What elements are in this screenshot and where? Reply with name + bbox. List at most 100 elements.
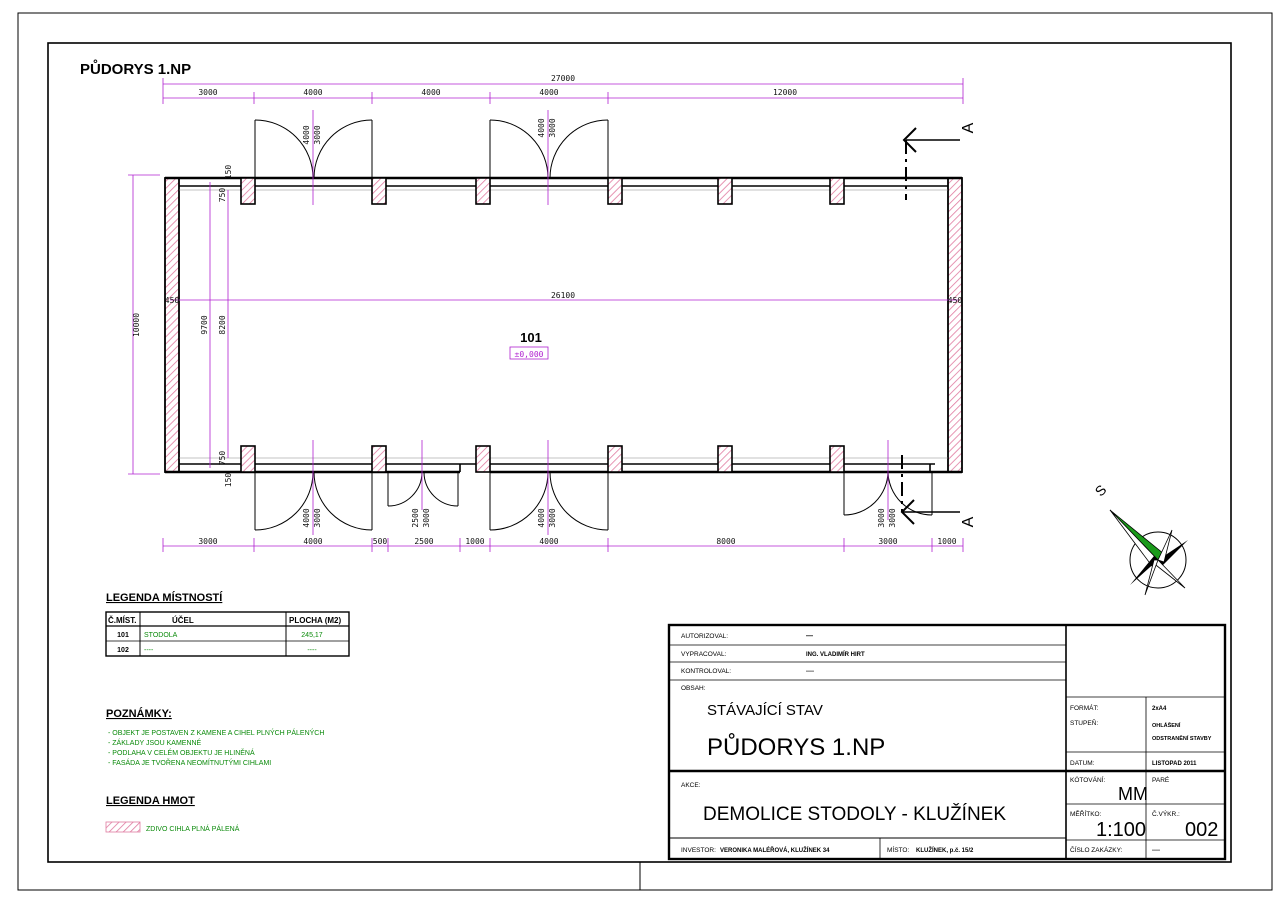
dim-bot-7: 8000 [716, 537, 735, 546]
legend-rooms-table [105, 611, 350, 657]
legend-row1-num: 101 [117, 632, 129, 639]
section-line [900, 127, 960, 525]
dim-top-2: 4000 [303, 88, 322, 97]
dim-left-top-b: 750 [218, 188, 227, 203]
dim-bot-5: 1000 [465, 537, 484, 546]
sheet-title: PŮDORYS 1.NP [80, 59, 191, 78]
legend-row1-area: 245,17 [301, 632, 323, 639]
door-bot3-a: 4000 [537, 508, 546, 527]
left-dimensions [128, 174, 958, 475]
door-bot2-a: 2500 [411, 508, 420, 527]
tb-vypracoval-value: ING. VLADIMÍR HIRT [806, 650, 865, 658]
dim-bot-6: 4000 [539, 537, 558, 546]
tb-stupen-value-2: ODSTRANĚNÍ STAVBY [1152, 734, 1212, 742]
door-bot4-a: 3000 [877, 508, 886, 527]
dim-wall-right: 450 [948, 296, 963, 305]
tb-vypracoval-label: VYPRACOVAL: [681, 651, 727, 658]
dim-bot-8: 3000 [878, 537, 897, 546]
tb-meritko-value: 1:100 [1096, 819, 1146, 841]
dim-overall-top: 27000 [551, 74, 575, 83]
dim-top-3: 4000 [421, 88, 440, 97]
legend-col-num: Č.MÍST. [108, 616, 136, 625]
tb-format-label: FORMÁT: [1070, 703, 1099, 712]
room-level: ±0,000 [515, 350, 544, 359]
outer-frame [17, 12, 1273, 891]
tb-cislo-label: ČÍSLO ZAKÁZKY: [1070, 845, 1123, 854]
tb-autorizoval-value: — [806, 633, 813, 640]
legend-row2-area: ---- [307, 647, 317, 654]
tb-obsah-line1: STÁVAJÍCÍ STAV [707, 702, 823, 719]
dim-bot-2: 4000 [303, 537, 322, 546]
tb-kontroloval-label: KONTROLOVAL: [681, 668, 731, 675]
tb-kontroloval-value: ---- [806, 669, 814, 675]
tb-autorizoval-label: AUTORIZOVAL: [681, 633, 728, 640]
tb-obsah-label: OBSAH: [681, 685, 706, 692]
door-bot1-a: 4000 [302, 508, 311, 527]
legend-row2-num: 102 [117, 647, 129, 654]
door-top1-a: 4000 [302, 125, 311, 144]
note-3: - PODLAHA V CELÉM OBJEKTU JE HLINĚNÁ [108, 748, 255, 757]
legend-row1-use: STODOLA [144, 632, 178, 639]
dim-interior-length: 26100 [551, 291, 575, 300]
tb-kotovani-label: KÓTOVÁNÍ: [1070, 775, 1105, 784]
dim-bot-3: 500 [373, 537, 388, 546]
legend-materials-heading: LEGENDA HMOT [106, 795, 195, 807]
tb-investor-value: VERONIKA MALÉŘOVÁ, KLUŽÍNEK 34 [720, 846, 830, 854]
title-block [667, 623, 1227, 861]
dim-top-4: 4000 [539, 88, 558, 97]
legend-rooms-heading: LEGENDA MÍSTNOSTÍ [106, 591, 223, 604]
tb-cislo-value: ---- [1152, 848, 1160, 854]
section-label-bottom: A [960, 516, 977, 527]
level-box [509, 346, 549, 360]
dim-wall-left: 450 [165, 296, 180, 305]
tb-pare-label: PARÉ [1152, 775, 1170, 784]
tb-akce-value: DEMOLICE STODOLY - KLUŽÍNEK [703, 803, 1006, 825]
legend-col-area: PLOCHA (M2) [289, 616, 341, 625]
door-bot3-b: 3000 [548, 508, 557, 527]
door-bot2-b: 3000 [422, 508, 431, 527]
note-1: - OBJEKT JE POSTAVEN Z KAMENE A CIHEL PL… [108, 728, 324, 737]
legend-materials-item: ZDIVO CIHLA PLNÁ PÁLENÁ [146, 824, 240, 833]
tb-meritko-label: MĚŘÍTKO: [1070, 809, 1102, 818]
tb-misto-value: KLUŽÍNEK, p.č. 15/2 [916, 846, 974, 854]
tb-misto-label: MÍSTO: [887, 845, 909, 854]
dim-left-bot-b: 150 [224, 473, 233, 488]
dim-top-1: 3000 [198, 88, 217, 97]
room-number: 101 [520, 330, 542, 345]
dim-left-outer: 10000 [132, 313, 141, 337]
door-axes [312, 110, 889, 535]
tb-obsah-line2: PŮDORYS 1.NP [707, 732, 885, 761]
door-bot4-b: 3000 [888, 508, 897, 527]
tb-cvykr-label: Č.VÝKR.: [1152, 809, 1180, 818]
section-label-top: A [960, 122, 977, 133]
compass-icon [1109, 509, 1188, 596]
door-top2-a: 4000 [537, 118, 546, 137]
dim-bot-1: 3000 [198, 537, 217, 546]
tb-datum-label: DATUM: [1070, 760, 1095, 767]
note-2: - ZÁKLADY JSOU KAMENNÉ [108, 738, 202, 747]
tb-datum-value: LISTOPAD 2011 [1152, 761, 1197, 767]
brick-hatch-swatch [105, 821, 141, 833]
door-bot1-b: 3000 [313, 508, 322, 527]
door-top1-b: 3000 [313, 125, 322, 144]
building-walls [164, 176, 963, 474]
dim-bot-4: 2500 [414, 537, 433, 546]
dim-left-inner: 9700 [200, 315, 209, 334]
dim-bot-9: 1000 [937, 537, 956, 546]
bottom-dimensions [162, 538, 964, 552]
notes-heading: POZNÁMKY: [106, 707, 172, 720]
legend-row2-use: ---- [144, 647, 154, 654]
tb-kotovani-value: MM [1118, 784, 1148, 804]
compass-label: S [1092, 482, 1110, 500]
dim-left-inner2: 8200 [218, 315, 227, 334]
tb-format-value: 2xA4 [1152, 706, 1167, 712]
door-top2-b: 3000 [548, 118, 557, 137]
tb-stupen-value-1: OHLÁŠENÍ [1152, 721, 1181, 729]
dim-left-bot-a: 750 [218, 451, 227, 466]
dim-left-top-a: 150 [224, 165, 233, 180]
note-4: - FASÁDA JE TVOŘENA NEOMÍTNUTÝMI CIHLAMI [108, 758, 271, 767]
tb-stupen-label: STUPEŇ: [1070, 718, 1098, 727]
top-dimensions [162, 78, 964, 104]
tb-cvykr-value: 002 [1185, 819, 1218, 841]
